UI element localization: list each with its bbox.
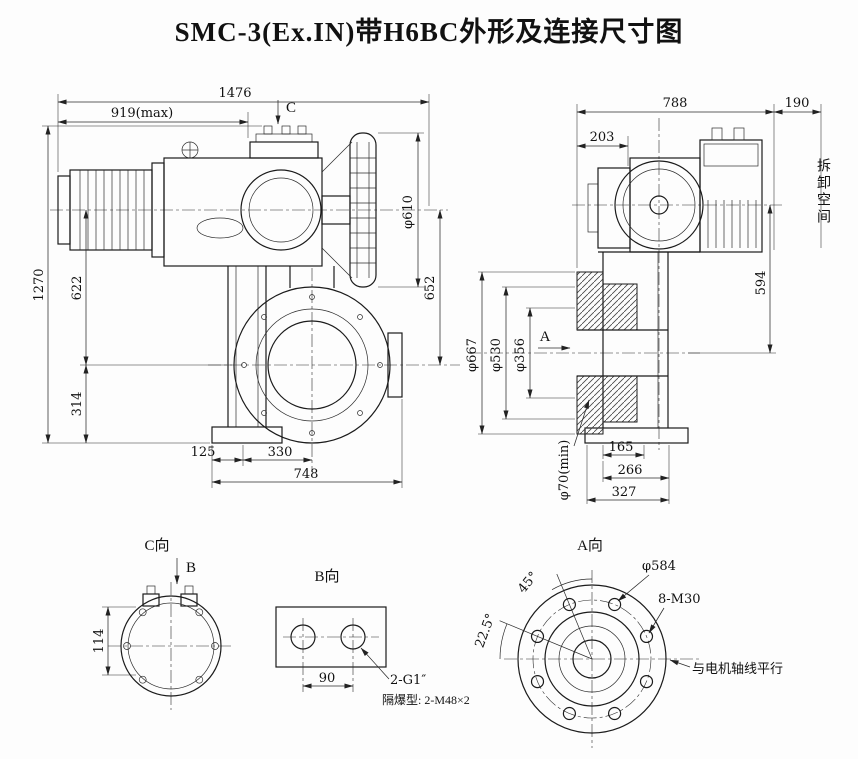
dim-622: 622 [70, 276, 85, 301]
handwheel-front [321, 132, 377, 288]
dim-748: 748 [294, 467, 319, 482]
angle-45: 45° [515, 569, 541, 596]
pedestal-front [211, 266, 335, 444]
dim-dia70min: φ70(min) [557, 440, 572, 501]
dim-652: 652 [423, 276, 438, 301]
section-marker-b: B [186, 560, 196, 576]
dim-330: 330 [268, 445, 293, 460]
view-c-label: C向 [144, 537, 169, 554]
output-flange-section [576, 271, 668, 435]
dim-1476: 1476 [218, 86, 251, 101]
side-view: 788 190 203 594 φ667 φ530 [465, 96, 822, 504]
side-dimensions: 788 190 203 594 φ667 φ530 [465, 96, 822, 504]
front-view: 1476 919(max) C φ610 652 1270 622 [32, 86, 460, 488]
terminal-box-front [249, 125, 319, 159]
output-flange-front [387, 332, 403, 398]
dim-165: 165 [609, 440, 634, 455]
dim-dia530: φ530 [489, 338, 504, 372]
dim-114: 114 [92, 629, 107, 654]
removal-space-label: 拆卸空间 [815, 158, 830, 226]
dim-594: 594 [754, 271, 769, 296]
view-b: B向 90 2-G1″ 隔爆型: 2-M48×2 [275, 568, 470, 707]
view-a: A向 45° 22.5° φ584 8-M30 [473, 537, 783, 748]
handwheel-side [614, 160, 704, 250]
thread-callout: 2-G1″ [390, 673, 426, 688]
section-marker-c: C [286, 100, 296, 116]
section-marker-a: A [540, 329, 551, 345]
angle-22-5: 22.5° [473, 612, 499, 650]
dim-327: 327 [612, 485, 637, 500]
front-dimensions: 1476 919(max) C φ610 652 1270 622 [32, 86, 443, 488]
dim-125: 125 [191, 445, 216, 460]
bolt-callout-8m30: 8-M30 [658, 592, 701, 607]
view-b-label: B向 [314, 568, 339, 585]
dim-203: 203 [590, 130, 615, 145]
gearbox-front [163, 141, 323, 267]
dim-190: 190 [785, 96, 810, 111]
motor-side [699, 127, 763, 253]
view-a-label: A向 [577, 537, 603, 554]
gear-housing-front [233, 286, 403, 444]
explosion-proof-note: 隔爆型: 2-M48×2 [382, 693, 470, 707]
dim-266: 266 [618, 463, 643, 478]
drawing-title: SMC-3(Ex.IN)带H6BC外形及连接尺寸图 [174, 17, 684, 47]
dim-90: 90 [319, 671, 336, 686]
dim-dia667: φ667 [465, 338, 480, 372]
dim-dia584: φ584 [642, 559, 676, 574]
dim-919max: 919(max) [111, 106, 173, 121]
view-c: C向 B 114 [92, 537, 234, 710]
dim-1270: 1270 [32, 268, 47, 301]
dim-dia610: φ610 [401, 195, 416, 229]
motor-axis-note: 与电机轴线平行 [692, 662, 783, 677]
dim-788: 788 [663, 96, 688, 111]
dim-314: 314 [70, 392, 85, 417]
dim-dia356: φ356 [513, 338, 528, 372]
